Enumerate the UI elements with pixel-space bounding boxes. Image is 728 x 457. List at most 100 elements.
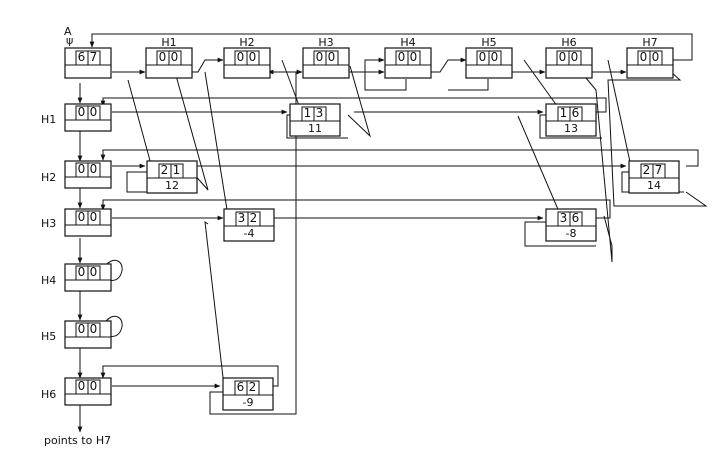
element-node-13-digit-0: 1 (304, 106, 313, 120)
loop-H4-down (364, 57, 407, 91)
top-node-h7-digit-1: 0 (652, 50, 661, 64)
element-node-27-cell-1 (652, 163, 666, 179)
top-node-h2-header: H2 (239, 36, 254, 49)
row-node-h2-digit-1: 0 (90, 162, 99, 176)
top-node-h3-header: H3 (318, 36, 333, 49)
row-node-h3-digit-1: 0 (90, 210, 99, 224)
element-node-21-digit-1: 1 (173, 163, 182, 177)
row-node-h2-cell-1 (87, 162, 101, 178)
row-node-h6-cell-1 (87, 379, 101, 395)
top-node-h5-cell-1 (488, 50, 502, 66)
connector-wires (77, 33, 708, 433)
row-node-h5-cell-1 (87, 322, 101, 338)
top-node-h5-digit-1: 0 (491, 50, 500, 64)
element-node-62-value: -9 (243, 396, 254, 409)
element-node-36-digit-1: 6 (572, 211, 581, 225)
col2-H2-32 (204, 71, 229, 217)
element-node-13-cell-1 (313, 106, 327, 122)
element-node-13-digit-1: 3 (316, 106, 325, 120)
col6-36-back (585, 77, 613, 263)
pointer-label-A: A (64, 25, 72, 38)
element-node-27-value: 14 (647, 179, 661, 192)
top-node-h5-digit-0: 0 (479, 50, 488, 64)
row-node-h1-digit-1: 0 (90, 105, 99, 119)
row-label-H4: H4 (41, 274, 56, 287)
col7-H7-27 (607, 59, 631, 163)
row2-27-back (100, 149, 699, 167)
element-node-21-cell-1 (170, 163, 184, 179)
row-node-h5-digit-1: 0 (90, 322, 99, 336)
row-node-h4-digit-0: 0 (78, 265, 87, 279)
link-H4-H5 (427, 57, 467, 73)
element-node-32-cell-1 (247, 211, 261, 227)
row-node-h4-cell-1 (87, 265, 101, 281)
element-node-62-digit-0: 6 (237, 380, 246, 394)
top-node-h3-digit-0: 0 (316, 50, 325, 64)
top-node-h1-header: H1 (161, 36, 176, 49)
top-node-h7-digit-0: 0 (640, 50, 649, 64)
row-node-h2-digit-0: 0 (78, 162, 87, 176)
element-node-21-value: 12 (165, 179, 179, 192)
row3-36-back (100, 199, 611, 219)
top-node-h5-header: H5 (481, 36, 496, 49)
top-node-a-digit-1: 7 (90, 50, 99, 64)
row6-62-back (100, 365, 279, 387)
top-node-h1-digit-1: 0 (171, 50, 180, 64)
top-node-h2-digit-0: 0 (237, 50, 246, 64)
element-node-16-digit-1: 6 (572, 106, 581, 120)
element-node-16-cell-1 (569, 106, 583, 122)
row-node-h4-digit-1: 0 (90, 265, 99, 279)
row-node-h1-digit-0: 0 (78, 105, 87, 119)
row-node-h3-cell-1 (87, 210, 101, 226)
top-node-a-digit-0: 6 (78, 50, 87, 64)
col3-13-back (347, 65, 371, 138)
top-node-h1-digit-0: 0 (159, 50, 168, 64)
element-node-62-digit-1: 2 (249, 380, 258, 394)
top-node-h2-cell-1 (246, 50, 260, 66)
element-node-32-digit-1: 2 (250, 211, 259, 225)
element-node-32-value: -4 (244, 227, 255, 240)
col6-H6-16 (523, 59, 561, 111)
element-node-32-digit-0: 3 (238, 211, 247, 225)
row-label-H1: H1 (41, 113, 56, 126)
col2-32-62 (204, 220, 225, 387)
e13-self (286, 114, 348, 139)
top-node-h3-cell-1 (325, 50, 339, 66)
top-node-h1-cell-1 (168, 50, 182, 66)
e16-self (539, 114, 602, 139)
row1-16-back (100, 97, 607, 113)
top-node-h6-digit-0: 0 (559, 50, 568, 64)
row-node-h6-frame (64, 377, 112, 406)
row-node-h6-digit-1: 0 (90, 379, 99, 393)
top-node-h3-digit-1: 0 (328, 50, 337, 64)
col6-16-36 (517, 115, 561, 215)
pointer-tilde: ψ (66, 34, 73, 47)
loop-H5-down (448, 79, 489, 91)
element-node-16-digit-0: 1 (560, 106, 569, 120)
row-node-h5-digit-0: 0 (78, 322, 87, 336)
top-node-h4-header: H4 (400, 36, 415, 49)
row-label-H3: H3 (41, 217, 56, 230)
link-H7-A (89, 33, 693, 61)
